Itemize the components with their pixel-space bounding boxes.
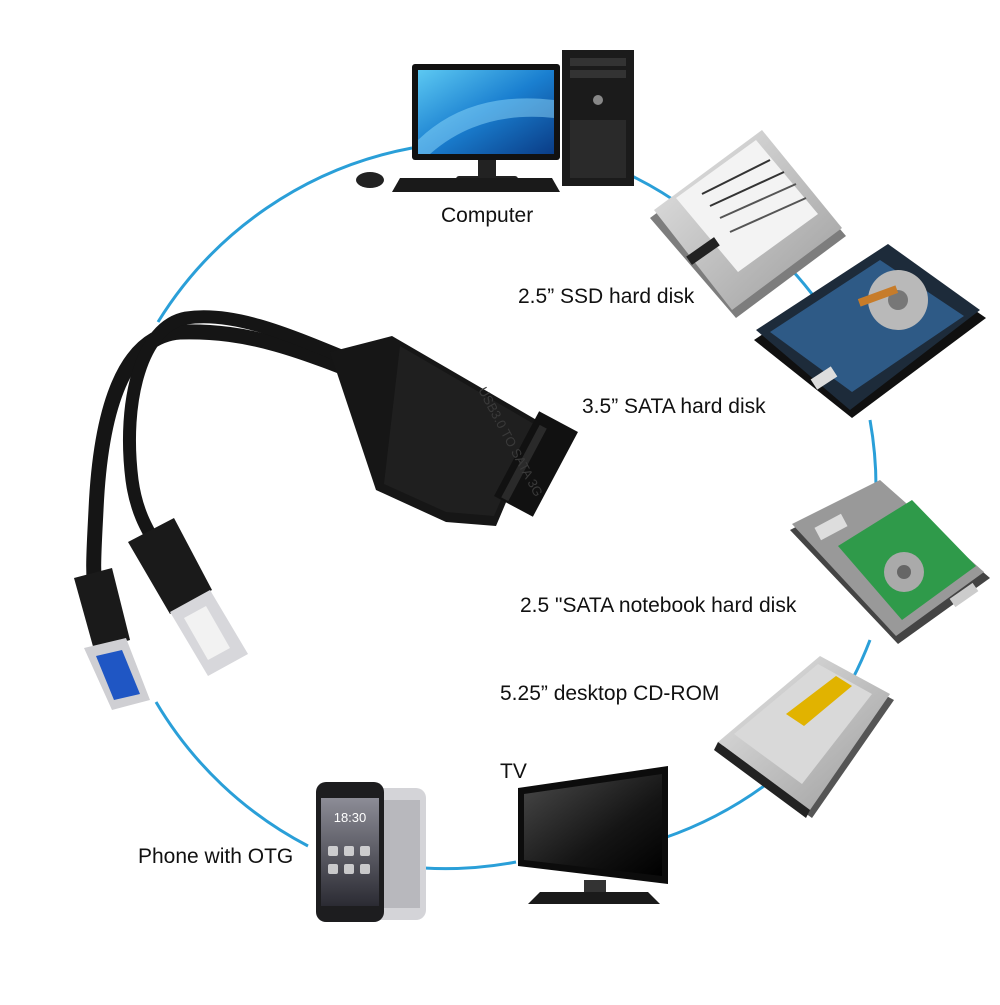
cdrom-icon <box>714 656 894 818</box>
notebook-hdd-icon <box>790 480 990 644</box>
usb3-plug <box>74 568 150 710</box>
label-sata-hdd: 3.5” SATA hard disk <box>582 395 766 418</box>
tv-icon <box>518 766 668 904</box>
phone-icon: 18:30 <box>316 782 426 922</box>
label-tv: TV <box>500 760 527 783</box>
usb2-plug <box>128 518 248 676</box>
usb-sata-cable: USB3.0 TO SATA 3G <box>74 310 578 710</box>
phone-screen-time: 18:30 <box>334 810 367 825</box>
label-cdrom: 5.25” desktop CD-ROM <box>500 682 720 705</box>
sata-hdd-icon <box>754 244 986 418</box>
label-computer: Computer <box>441 204 534 227</box>
label-phone: Phone with OTG <box>138 845 294 868</box>
sata-adapter: USB3.0 TO SATA 3G <box>330 336 578 526</box>
connection-ring <box>154 146 878 871</box>
label-notebook-hdd: 2.5 "SATA notebook hard disk <box>520 594 797 617</box>
ssd-icon <box>650 130 846 318</box>
computer-icon <box>356 50 634 192</box>
label-ssd: 2.5” SSD hard disk <box>518 285 695 308</box>
